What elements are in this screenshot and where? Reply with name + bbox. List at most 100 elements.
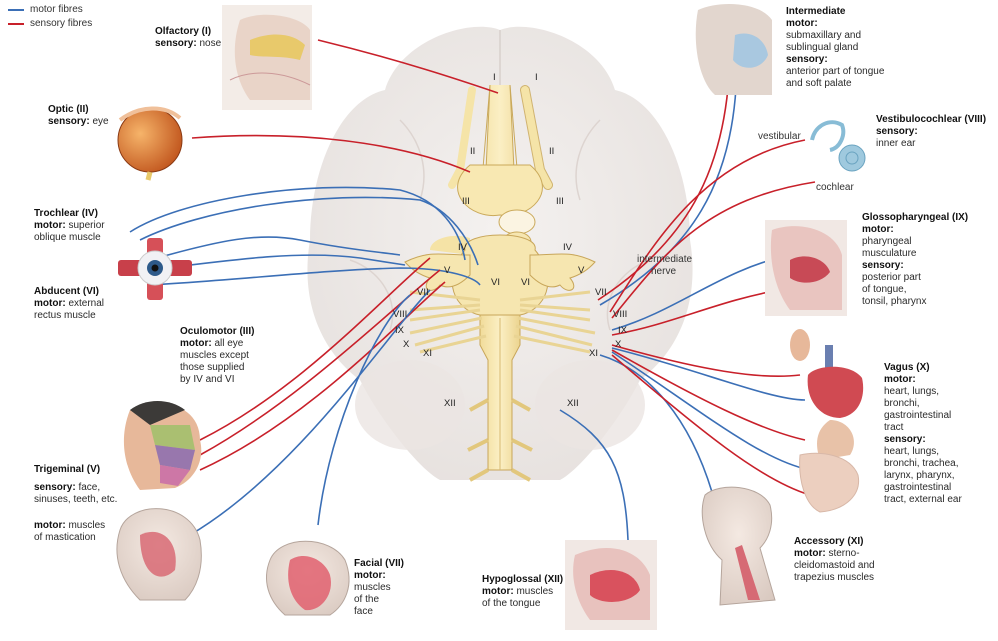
numeral-VIII-right: VIII [613,309,628,320]
vestibulo-line-2 [611,181,816,319]
numeral-X-right: X [615,339,622,350]
label-abducent: Abducent (VI) motor: external rectus mus… [34,286,104,322]
hypoglossal-key: motor: [482,586,514,597]
trigeminal-line-3 [199,281,446,471]
trigeminal-value-4: of mastication [34,532,96,543]
trigeminal-line-2 [199,269,441,456]
intermediate-line-2 [599,87,737,306]
numeral-VII-left: VII [417,287,429,298]
label-intermediate: Intermediate motor: submaxillary and sub… [786,6,884,90]
tongue-illustration [565,540,657,630]
vagus-key-sensory: sensory: [884,434,926,445]
label-intermediate-nerve-1: intermediate [637,254,693,265]
facial-title: Facial (VII) [354,558,405,569]
vagus-sensory-4: gastrointestinal [884,482,952,493]
abducent-title: Abducent (VI) [34,286,99,297]
vagus-sensory-5: tract, external ear [884,494,962,505]
pharynx-illustration [765,220,847,316]
label-trigeminal: Trigeminal (V) sensory: face, sinuses, t… [34,464,117,544]
oculomotor-value-3: those supplied [180,362,245,373]
label-glossopharyngeal: Glossopharyngeal (IX) motor: pharyngeal … [862,212,968,308]
intermediate-motor-2: sublingual gland [786,42,859,53]
accessory-value-3: trapezius muscles [794,572,875,583]
numeral-II-right: II [549,146,555,157]
abducent-key: motor: [34,298,66,309]
label-facial: Facial (VII) motor: muscles of the face [354,558,404,618]
facial-key: motor: [354,570,386,581]
olfactory-title: Olfactory (I) [155,26,212,37]
vagus-motor-3: gastrointestinal [884,410,952,421]
oculomotor-key: motor: [180,338,212,349]
glosso-motor-1: pharyngeal [862,236,912,247]
trigeminal-value-2: sinuses, teeth, etc. [34,494,118,505]
label-hypoglossal: Hypoglossal (XII) motor: muscles of the … [482,574,563,610]
vagus-key-motor: motor: [884,374,916,385]
intermediate-sensory-1: anterior part of tongue [786,66,885,77]
abducent-line-3 [149,267,481,286]
vagus-sensory-2: bronchi, trachea, [884,458,959,469]
facial-value-3: face [354,606,373,617]
eye-muscles-illustration [118,238,192,300]
numeral-III-right: III [556,196,564,207]
label-trochlear: Trochlear (IV) motor: superior oblique m… [34,208,105,244]
numeral-XI-left: XI [423,348,432,359]
facial-value-1: muscles [354,582,391,593]
trigeminal-line-1 [199,257,431,441]
numeral-III-left: III [462,196,470,207]
vagus-organs-illustration [790,329,864,513]
intermediate-sensory-2: and soft palate [786,78,852,89]
trigeminal-value-3: muscles [68,520,106,531]
glosso-sensory-1: posterior part [862,272,921,283]
trigeminal-title: Trigeminal (V) [34,464,101,475]
inner-ear-illustration [810,120,866,172]
vagus-motor-2: bronchi, [884,398,920,409]
accessory-line [599,354,713,493]
olfactory-key: sensory: [155,38,197,49]
facial-value-2: of the [354,594,380,605]
label-olfactory: Olfactory (I) sensory: nose [155,26,221,50]
accessory-value-1: sterno- [828,548,860,559]
trochlear-key: motor: [34,220,66,231]
intermediate-key-motor: motor: [786,18,818,29]
numeral-IX-right: IX [618,325,627,336]
legend-motor: motor fibres [8,4,83,15]
abducent-value-1: external [68,298,105,309]
vestibulo-line-1 [609,139,806,313]
legend-sensory: sensory fibres [8,18,92,29]
numeral-I-left: I [493,72,496,83]
label-intermediate-nerve-2: nerve [651,266,677,277]
vagus-line-4 [611,351,811,471]
numeral-V-right: V [578,265,585,276]
numeral-XII-left: XII [444,398,456,409]
glosso-sensory-3: tonsil, pharynx [862,296,927,307]
label-accessory: Accessory (XI) motor: sterno- cleidomast… [794,536,875,584]
numeral-IX-left: IX [395,325,404,336]
glosso-sensory-2: of tongue, [862,284,907,295]
label-vestibular: vestibular [758,131,801,142]
trochlear-line-1 [129,186,466,261]
accessory-title: Accessory (XI) [794,536,864,547]
glosso-key-motor: motor: [862,224,894,235]
numeral-XII-right: XII [567,398,579,409]
numeral-VIII-left: VIII [393,309,408,320]
hypoglossal-value-1: muscles [516,586,554,597]
intermediate-key-sensory: sensory: [786,54,828,65]
brainstem [404,84,596,482]
vagus-line-5 [611,354,811,496]
vagus-motor-1: heart, lungs, [884,386,940,397]
intermediate-line-1 [597,87,729,301]
skull-mastication-illustration [116,508,202,601]
optic-line [191,134,471,173]
label-vestibulocochlear: Vestibulocochlear (VIII) sensory: inner … [876,114,986,150]
trigeminal-motor-line [189,289,431,536]
glosso-line-2 [611,289,781,336]
intermediate-title: Intermediate [786,6,846,17]
numeral-VI-left: VI [491,277,500,288]
hypoglossal-value-2: of the tongue [482,598,541,609]
vagus-sensory-1: heart, lungs, [884,446,940,457]
trigeminal-key-motor: motor: [34,520,66,531]
legend-sensory-label: sensory fibres [30,18,93,29]
numeral-X-left: X [403,339,410,350]
vagus-title: Vagus (X) [884,362,930,373]
olfactory-value: nose [199,38,222,49]
